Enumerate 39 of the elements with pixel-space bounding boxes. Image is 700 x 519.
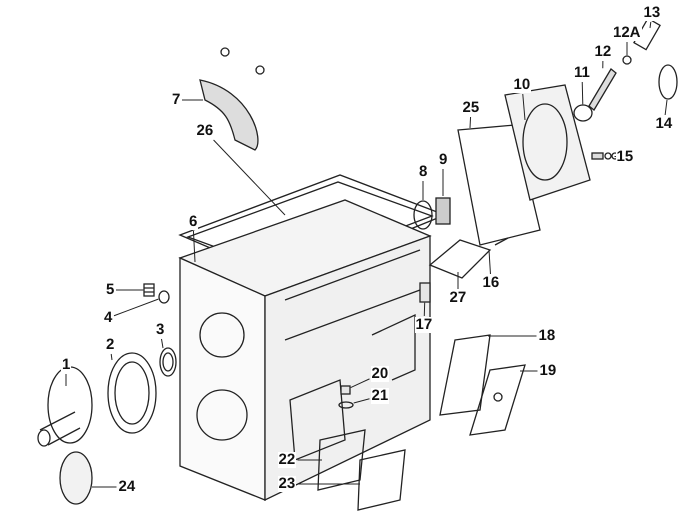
callout-number: 22 <box>278 452 296 468</box>
callout-number: 23 <box>278 476 296 492</box>
leader-line <box>350 378 370 388</box>
o-ring-circle <box>158 290 170 304</box>
o-ring-circle <box>573 104 593 122</box>
leader-line <box>422 180 424 200</box>
leader-line <box>470 116 472 128</box>
callout-number: 1 <box>61 357 72 373</box>
callout-number: 12A <box>612 25 642 41</box>
leader-line <box>110 354 112 360</box>
leader-line <box>664 100 668 116</box>
leader-line <box>92 486 117 488</box>
callout-number: 21 <box>370 388 390 404</box>
shaft-drawing <box>588 68 617 111</box>
callout-number: 20 <box>370 366 390 382</box>
bracket-box <box>419 282 431 303</box>
callout-number: 10 <box>512 77 532 93</box>
plug-box <box>340 385 351 395</box>
callout-number: 17 <box>414 317 434 333</box>
leader-line <box>650 22 652 28</box>
leader-line <box>353 398 370 404</box>
leader-line <box>192 230 196 262</box>
plug-drawing <box>143 283 155 297</box>
leader-line <box>488 250 491 274</box>
leader-line <box>442 168 444 196</box>
leader-line <box>114 298 159 316</box>
leader-line <box>582 82 584 105</box>
leader-line <box>626 42 628 56</box>
washer-circle <box>338 401 354 409</box>
leader-line <box>520 370 538 372</box>
leader-line <box>161 338 164 348</box>
callout-number: 13 <box>642 5 662 21</box>
bolt-drawing <box>591 152 619 160</box>
callout-number: 6 <box>188 214 198 230</box>
o-ring-circle <box>622 55 632 65</box>
leader-line <box>424 302 426 316</box>
leader-line <box>602 60 604 69</box>
leader-line <box>213 140 286 216</box>
leader-line <box>522 94 526 120</box>
